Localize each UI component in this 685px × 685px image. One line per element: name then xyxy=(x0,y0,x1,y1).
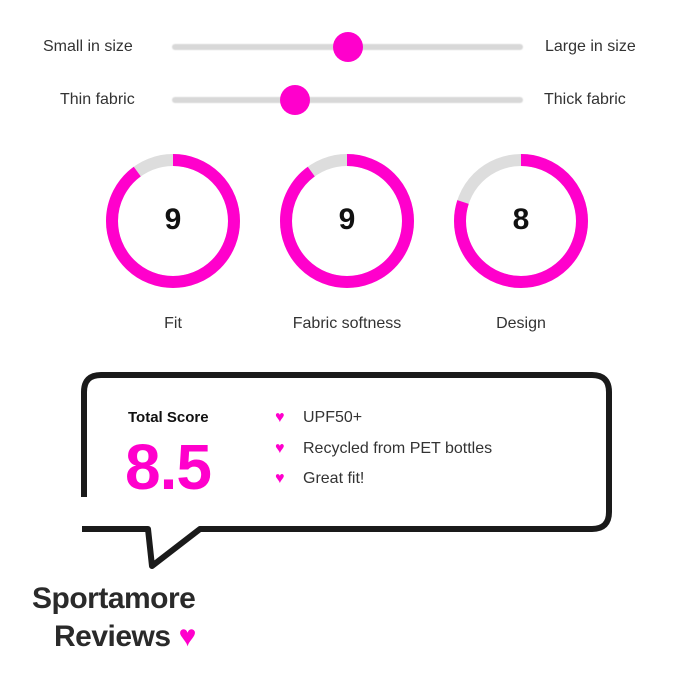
rating-label-fit: Fit xyxy=(164,315,182,332)
highlight-item: ♥ Recycled from PET bottles xyxy=(275,440,492,458)
heart-icon: ♥ xyxy=(275,440,285,457)
highlight-text: Great fit! xyxy=(303,470,365,487)
slider-size-thumb[interactable] xyxy=(332,32,363,62)
highlight-item: ♥ UPF50+ xyxy=(275,409,362,427)
highlight-text: UPF50+ xyxy=(303,409,363,426)
ring-gauge xyxy=(454,154,588,288)
slider-fabric-left-label: Thin fabric xyxy=(60,91,135,108)
rating-label-design: Design xyxy=(496,315,546,332)
rating-ring-fabric-softness: 9 xyxy=(277,151,417,291)
heart-icon: ♥ xyxy=(275,470,285,487)
rating-score: 9 xyxy=(338,203,356,236)
rating-score: 8 xyxy=(512,203,530,236)
rating-ring-design: 8 xyxy=(451,151,591,291)
total-score-label: Total Score xyxy=(128,409,209,426)
slider-size-right-label: Large in size xyxy=(545,38,636,55)
logo-line2: Reviews ♥ xyxy=(54,620,196,654)
total-score-value: 8.5 xyxy=(125,431,212,503)
rating-label-fabric-softness: Fabric softness xyxy=(292,315,402,332)
heart-icon: ♥ xyxy=(275,409,285,426)
heart-icon: ♥ xyxy=(178,620,197,653)
slider-size-left-label: Small in size xyxy=(43,38,133,55)
slider-fabric-thumb[interactable] xyxy=(279,85,310,115)
rating-ring-fit: 9 xyxy=(103,151,243,291)
ring-gauge xyxy=(106,154,240,288)
slider-fabric-right-label: Thick fabric xyxy=(544,91,626,108)
slider-fabric-track[interactable] xyxy=(172,97,523,103)
highlight-item: ♥ Great fit! xyxy=(275,470,364,488)
logo-line1: Sportamore xyxy=(32,582,196,615)
highlight-text: Recycled from PET bottles xyxy=(303,440,493,457)
logo-text: Reviews xyxy=(54,620,171,653)
ring-gauge xyxy=(280,154,414,288)
rating-score: 9 xyxy=(164,203,182,236)
